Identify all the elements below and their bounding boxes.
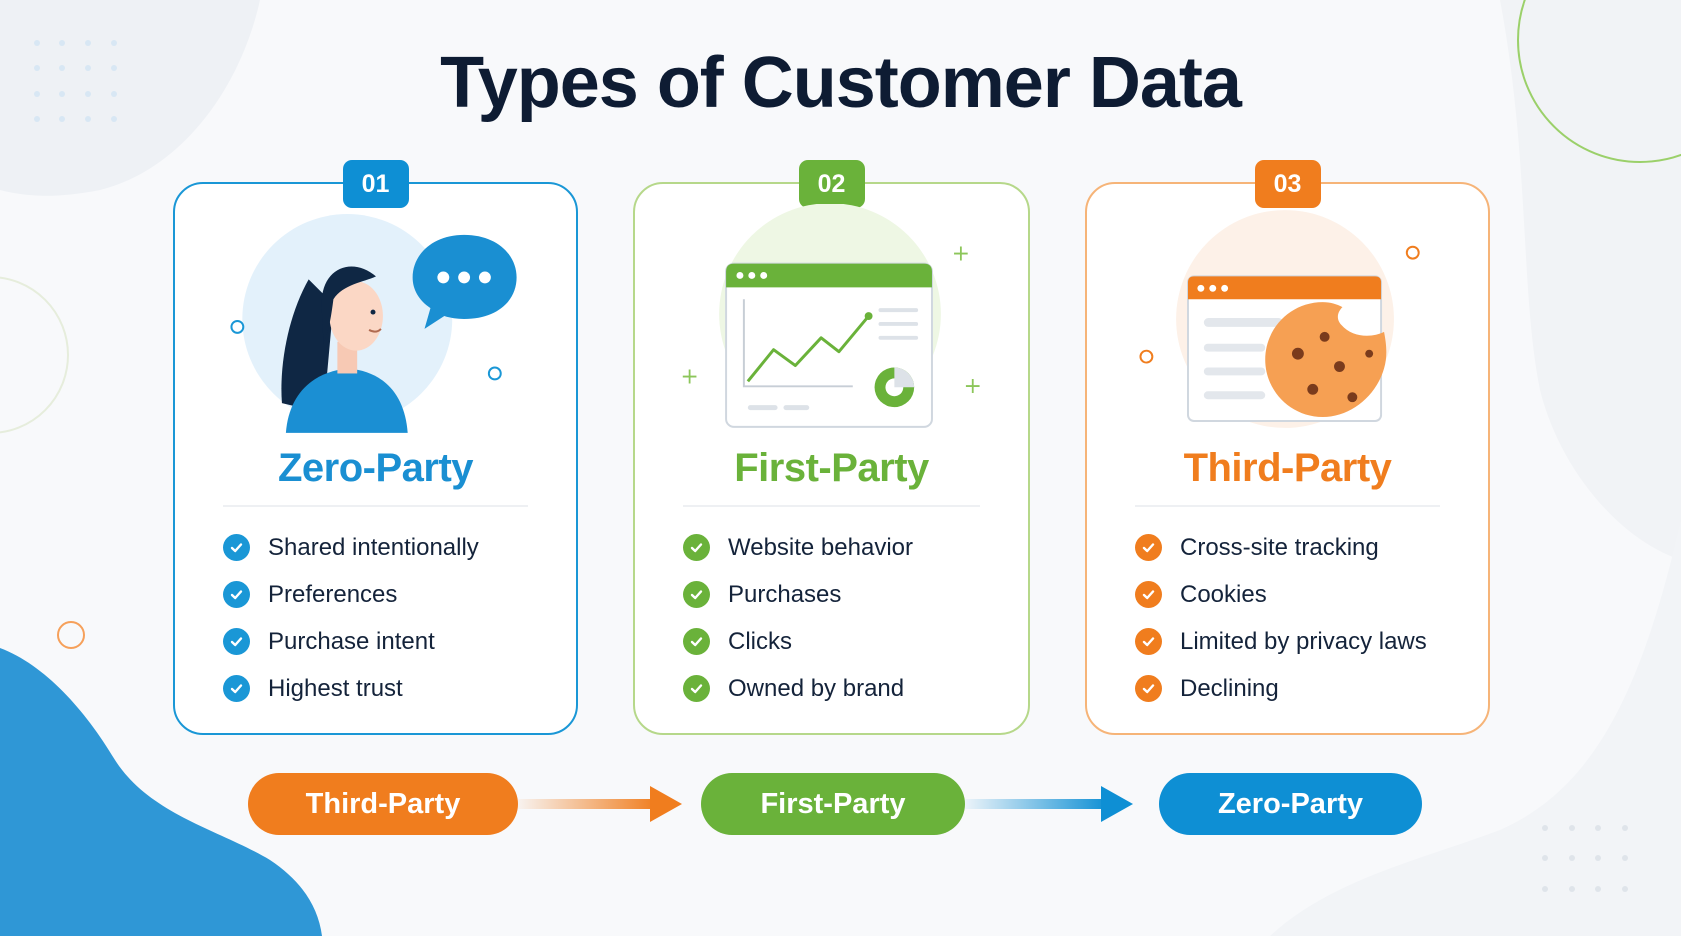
check-icon [223, 534, 250, 561]
flow-step-zero-party: Zero-Party [1159, 773, 1422, 835]
card-number-badge: 01 [342, 160, 409, 208]
list-item: Declining [1135, 665, 1468, 712]
check-icon [223, 675, 250, 702]
feature-text: Limited by privacy laws [1180, 627, 1427, 655]
card-number-badge: 03 [1254, 160, 1321, 208]
feature-text: Clicks [728, 627, 792, 655]
list-item: Owned by brand [683, 665, 1008, 712]
feature-list: Cross-site tracking Cookies Limited by p… [1135, 524, 1468, 712]
feature-text: Purchases [728, 580, 842, 608]
list-item: Purchases [683, 571, 1008, 618]
flow-step-first-party: First-Party [701, 773, 965, 835]
page-title: Types of Customer Data [440, 43, 1242, 123]
card-title: Third-Party [1183, 446, 1392, 490]
feature-text: Preferences [268, 580, 398, 608]
feature-list: Shared intentionally Preferences Purchas… [223, 524, 556, 712]
check-icon [1135, 534, 1162, 561]
list-item: Cookies [1135, 571, 1468, 618]
feature-text: Website behavior [728, 533, 913, 561]
check-icon [683, 534, 710, 561]
check-icon [223, 628, 250, 655]
card-number-badge: 02 [798, 160, 865, 208]
list-item: Purchase intent [223, 618, 556, 665]
feature-text: Highest trust [268, 674, 403, 702]
flow-step-third-party: Third-Party [248, 773, 518, 835]
card-title: Zero-Party [277, 446, 474, 490]
list-item: Website behavior [683, 524, 1008, 571]
list-item: Preferences [223, 571, 556, 618]
card-title: First-Party [734, 446, 929, 490]
feature-list: Website behavior Purchases Clicks Owned … [683, 524, 1008, 712]
check-icon [1135, 628, 1162, 655]
card-divider [1135, 505, 1440, 507]
svg-text:+: + [964, 374, 982, 399]
feature-text: Shared intentionally [268, 533, 479, 561]
feature-text: Owned by brand [728, 674, 905, 702]
check-icon [683, 628, 710, 655]
feature-text: Declining [1180, 674, 1279, 702]
arrow-right-icon [518, 786, 682, 822]
svg-text:+: + [681, 364, 699, 389]
svg-text:+: + [952, 242, 970, 267]
list-item: Highest trust [223, 665, 556, 712]
card-divider [223, 505, 528, 507]
feature-text: Cookies [1180, 580, 1267, 608]
card-divider [683, 505, 980, 507]
list-item: Limited by privacy laws [1135, 618, 1468, 665]
list-item: Cross-site tracking [1135, 524, 1468, 571]
check-icon [223, 581, 250, 608]
card-zero-party: 01 Zero-Party Shared intentionally Prefe… [173, 160, 578, 735]
card-third-party: 03 Third-Party Cross-site tracking Cooki… [1085, 160, 1490, 735]
check-icon [1135, 675, 1162, 702]
check-icon [683, 581, 710, 608]
feature-text: Cross-site tracking [1180, 533, 1379, 561]
person-speech-bubble-icon [230, 214, 517, 433]
browser-cookie-icon [1139, 210, 1420, 428]
list-item: Clicks [683, 618, 1008, 665]
arrow-right-icon [965, 786, 1133, 822]
list-item: Shared intentionally [223, 524, 556, 571]
analytics-browser-icon: + + + [681, 204, 982, 428]
check-icon [683, 675, 710, 702]
check-icon [1135, 581, 1162, 608]
feature-text: Purchase intent [268, 627, 435, 655]
card-first-party: 02 + + + First-Party Website behavior Pu… [633, 160, 1030, 735]
